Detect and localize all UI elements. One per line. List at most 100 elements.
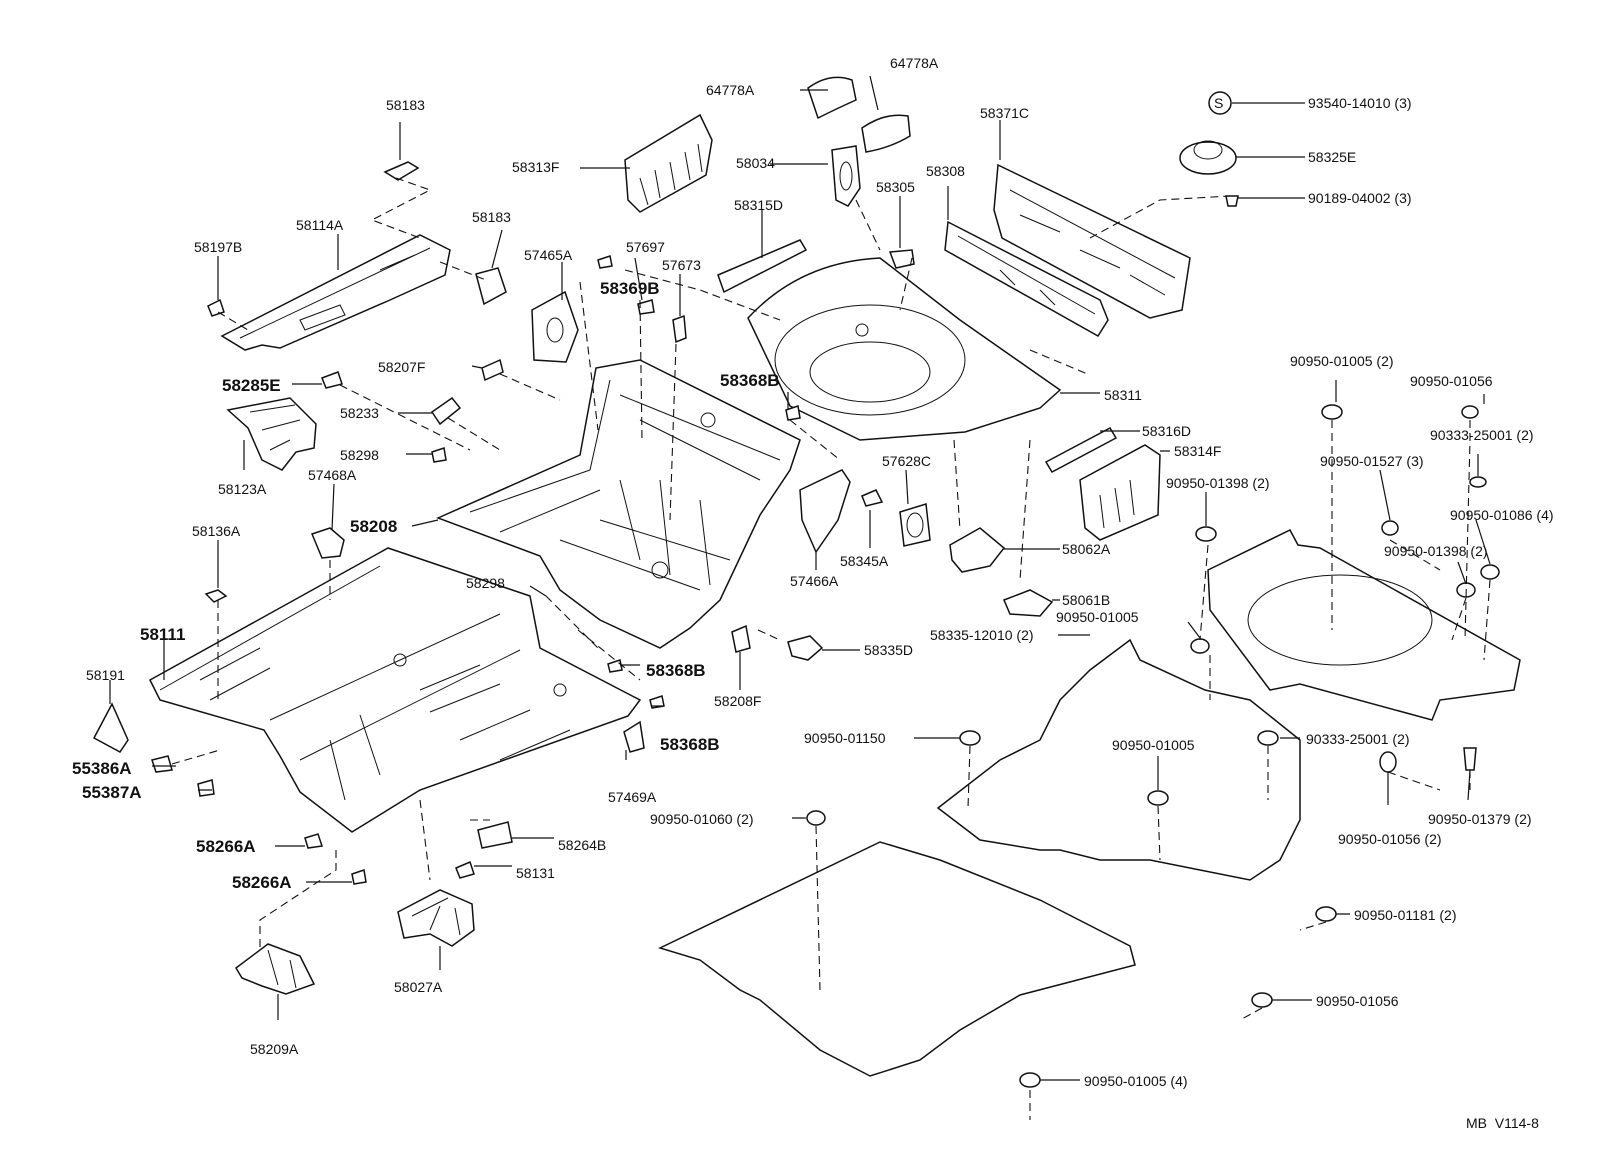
- label-90189: 90189-04002 (3): [1308, 190, 1412, 206]
- label-58371c: 58371C: [980, 105, 1029, 121]
- label-58207f: 58207F: [378, 359, 425, 375]
- label-58209a: 58209A: [250, 1041, 299, 1057]
- label-90950-01060: 90950-01060 (2): [650, 811, 754, 827]
- mount-58209a-details: [267, 949, 297, 989]
- bracket-58062a: [949, 527, 1006, 573]
- label-58266a-1: 58266A: [196, 837, 256, 856]
- label-90950-01181: 90950-01181 (2): [1354, 907, 1456, 923]
- s-symbol-circle: [1208, 91, 1232, 115]
- label-90950-01056-c: 90950-01056: [1316, 993, 1399, 1009]
- label-58313f: 58313F: [512, 159, 559, 175]
- panel-58314f-ribs: [1099, 479, 1135, 529]
- front-floor-hole-1: [393, 653, 407, 667]
- cover-57628c-hole: [906, 512, 924, 538]
- label-58345a: 58345A: [840, 553, 889, 569]
- bracket-58368b-1: [785, 405, 801, 421]
- label-55386a: 55386A: [72, 759, 132, 778]
- pad-64778a-right: [861, 114, 911, 153]
- label-58368b-2: 58368B: [646, 661, 706, 680]
- label-58314f: 58314F: [1174, 443, 1221, 459]
- label-57468a: 57468A: [308, 467, 357, 483]
- rear-floor-pan: [1207, 529, 1521, 721]
- bracket-58207f: [481, 358, 504, 382]
- mount-58027a-details: [411, 897, 461, 936]
- label-90950-01005-b: 90950-01005: [1056, 609, 1139, 625]
- plug-90950-01060: [806, 810, 826, 826]
- label-58285e: 58285E: [222, 376, 281, 395]
- pad-64778a-left: [807, 76, 857, 120]
- label-64778a-1: 64778A: [706, 82, 755, 98]
- clip-55386a: [151, 755, 173, 773]
- label-58325e: 58325E: [1308, 149, 1356, 165]
- label-58191: 58191: [86, 667, 125, 683]
- label-58034: 58034: [736, 155, 775, 171]
- label-58298-2: 58298: [466, 575, 505, 591]
- label-93540: 93540-14010 (3): [1308, 95, 1412, 111]
- rail-58316d: [1044, 427, 1118, 473]
- label-90333-25001-b: 90333-25001 (2): [1306, 731, 1410, 747]
- label-90950-01150: 90950-01150: [804, 730, 886, 746]
- bracket-57466a: [799, 469, 851, 554]
- label-90950-01005-c: 90950-01005: [1112, 737, 1195, 753]
- rail-58315d: [717, 239, 808, 294]
- plug-90950-01398-a: [1195, 526, 1217, 542]
- bracket-58183-top: [383, 161, 420, 181]
- label-58183-2: 58183: [472, 209, 511, 225]
- member-58308: [944, 220, 1109, 338]
- center-floor-58208: [436, 359, 801, 649]
- mount-58325e-top: [1193, 140, 1223, 160]
- bracket-57673: [672, 314, 687, 344]
- label-90950-01086: 90950-01086 (4): [1450, 507, 1554, 523]
- clip-58368b-2: [607, 659, 623, 673]
- part-58305: [888, 249, 915, 269]
- front-floor-pan: [657, 841, 1136, 1077]
- label-58208f: 58208F: [714, 693, 761, 709]
- label-58208: 58208: [350, 517, 397, 536]
- plug-90950-01005-b: [1190, 638, 1210, 654]
- label-57469a: 57469A: [608, 789, 657, 805]
- front-floor-58111-ribs: [199, 647, 571, 761]
- clip-55387a: [197, 779, 215, 797]
- member-58123a-details: [249, 404, 301, 451]
- label-58298-1: 58298: [340, 447, 379, 463]
- clip-58369b: [597, 255, 613, 269]
- label-90950-01527: 90950-01527 (3): [1320, 453, 1424, 469]
- label-58369b: 58369B: [600, 279, 660, 298]
- bracket-58335d: [787, 635, 824, 661]
- bracket-58345a: [861, 489, 884, 507]
- plug-90950-01005-c: [1147, 790, 1169, 806]
- label-57697: 57697: [626, 239, 665, 255]
- part-58034: [831, 145, 861, 207]
- mount-58209a: [235, 943, 316, 995]
- label-90950-01005-4: 90950-01005 (4): [1084, 1073, 1188, 1089]
- label-57465a: 57465A: [524, 247, 573, 263]
- label-57466a: 57466A: [790, 573, 839, 589]
- label-58061b: 58061B: [1062, 592, 1110, 608]
- label-90950-01398-a: 90950-01398 (2): [1166, 475, 1270, 491]
- clip-58285e: [321, 371, 343, 389]
- front-floor-58111-tunnel: [159, 565, 521, 801]
- bracket-58208f: [731, 624, 751, 653]
- panel-58313f: [624, 113, 713, 213]
- label-58305: 58305: [876, 179, 915, 195]
- label-58197b: 58197B: [194, 239, 242, 255]
- label-90950-01056-b: 90950-01056 (2): [1338, 831, 1442, 847]
- bracket-58233: [430, 396, 462, 426]
- label-90950-01005-2: 90950-01005 (2): [1290, 353, 1394, 369]
- diagram-code: MB V114-8: [1466, 1115, 1539, 1131]
- center-floor-hole-2: [700, 412, 716, 428]
- label-58308: 58308: [926, 163, 965, 179]
- label-57673: 57673: [662, 257, 701, 273]
- front-floor-58111: [149, 547, 642, 833]
- bracket-58061b: [1003, 589, 1054, 617]
- label-58266a-2: 58266A: [232, 873, 292, 892]
- bolt-90189: [1225, 195, 1239, 207]
- plug-90950-01181: [1315, 906, 1337, 922]
- panel-58313f-ribs: [639, 143, 703, 206]
- label-90950-01056-a: 90950-01056: [1410, 373, 1493, 389]
- clip-58298-1: [431, 447, 447, 463]
- plug-90950-01005-a: [1321, 404, 1343, 420]
- part-58034-hole: [839, 161, 853, 191]
- label-58062a: 58062A: [1062, 541, 1111, 557]
